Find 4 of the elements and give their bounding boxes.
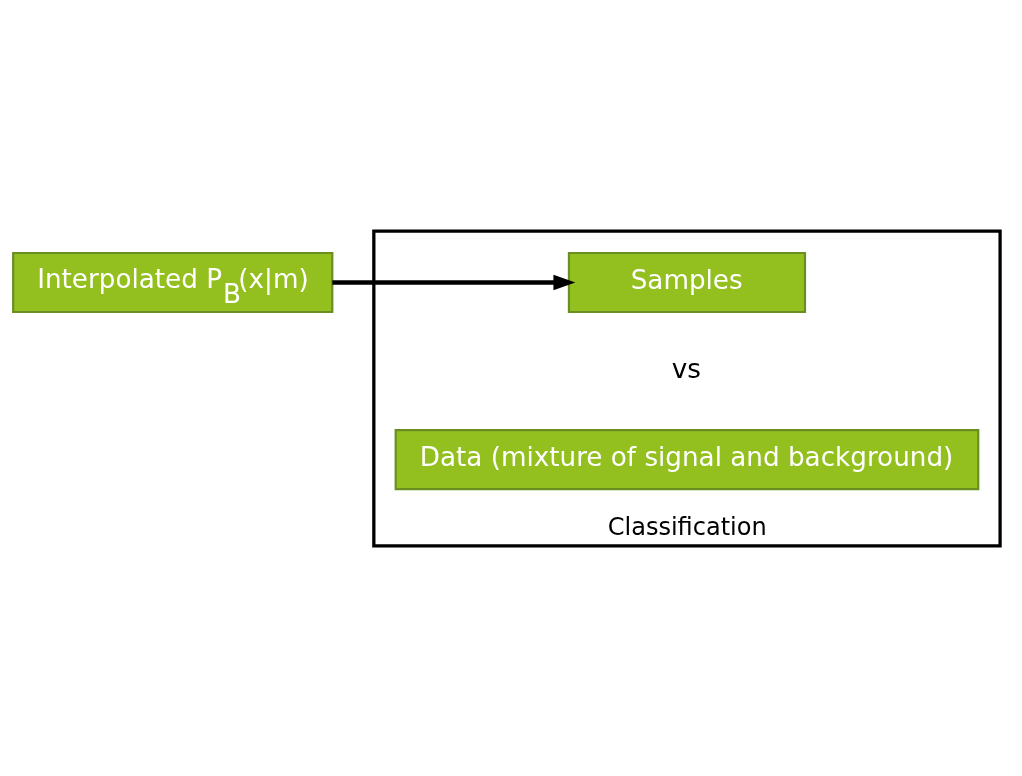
arrow bbox=[332, 274, 576, 290]
node-box: Samples bbox=[567, 251, 807, 313]
label: vs bbox=[671, 353, 701, 384]
node-box: Data (mixture of signal and background) bbox=[394, 428, 980, 490]
